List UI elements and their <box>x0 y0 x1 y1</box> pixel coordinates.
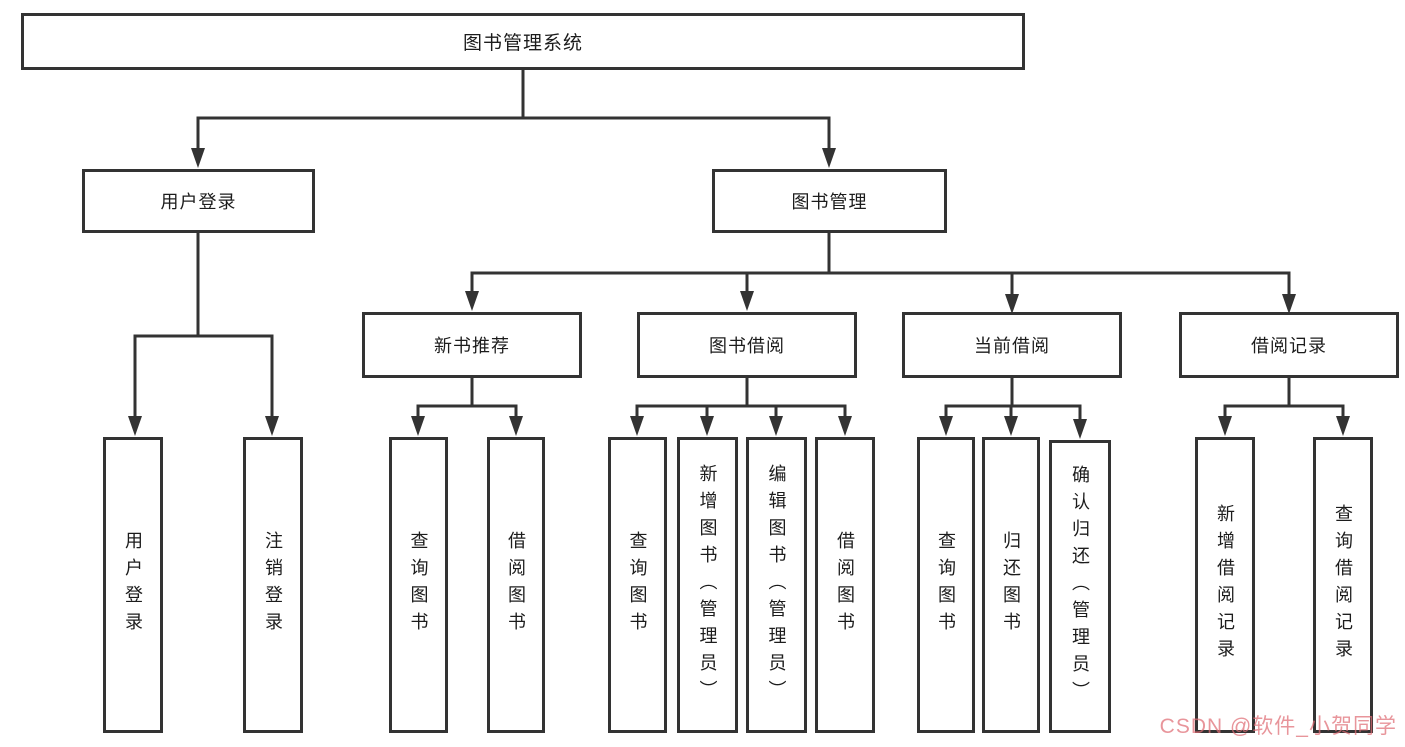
leaf-add-borrow-record: 新增借阅记录 <box>1195 437 1255 733</box>
node-label: 用户登录 <box>160 192 237 212</box>
leaf-label: 新增借阅记录 <box>1215 504 1235 666</box>
edge-userlogin-branch <box>133 334 274 420</box>
node-library-management-system: 图书管理系统 <box>21 13 1025 70</box>
node-label: 当前借阅 <box>974 336 1050 356</box>
node-book-borrow: 图书借阅 <box>637 312 857 378</box>
leaf-label: 借阅图书 <box>835 531 855 639</box>
leaf-borrow-book-recommend: 借阅图书 <box>487 437 545 733</box>
leaf-query-book-borrow: 查询图书 <box>608 437 667 733</box>
node-user-login: 用户登录 <box>82 169 315 233</box>
leaf-label: 注销登录 <box>263 531 283 639</box>
node-label: 图书管理系统 <box>462 33 583 54</box>
leaf-label: 新增图书（管理员） <box>697 463 718 707</box>
node-label: 图书管理 <box>791 192 868 212</box>
node-new-book-recommend: 新书推荐 <box>362 312 582 378</box>
leaf-query-book-current: 查询图书 <box>917 437 975 733</box>
leaf-borrow-book: 借阅图书 <box>815 437 875 733</box>
leaf-logout: 注销登录 <box>243 437 303 733</box>
node-label: 借阅记录 <box>1251 336 1327 356</box>
leaf-label: 确认归还（管理员） <box>1070 465 1090 708</box>
leaf-confirm-return-admin: 确认归还（管理员） <box>1049 440 1111 733</box>
edge-bookborrow-branch <box>635 404 847 420</box>
arrowheads <box>128 148 1350 439</box>
node-current-borrow: 当前借阅 <box>902 312 1122 378</box>
edge-bookmgmt-branch <box>470 271 1291 297</box>
leaf-return-book: 归还图书 <box>982 437 1040 733</box>
leaf-label: 查询借阅记录 <box>1333 504 1353 666</box>
leaf-add-book-admin: 新增图书（管理员） <box>677 437 738 733</box>
node-book-management: 图书管理 <box>712 169 947 233</box>
leaf-query-borrow-record: 查询借阅记录 <box>1313 437 1373 733</box>
node-label: 图书借阅 <box>709 336 785 356</box>
edge-borrowrecord-branch <box>1223 404 1345 420</box>
leaf-user-login: 用户登录 <box>103 437 163 733</box>
leaf-query-book-recommend: 查询图书 <box>389 437 448 733</box>
leaf-label: 查询图书 <box>936 531 956 639</box>
leaf-label: 查询图书 <box>627 531 648 639</box>
leaf-label: 借阅图书 <box>506 531 526 639</box>
node-label: 新书推荐 <box>434 336 510 356</box>
leaf-label: 查询图书 <box>408 531 429 639</box>
edge-root-branch <box>196 116 831 152</box>
leaf-label: 归还图书 <box>1001 531 1021 639</box>
leaf-edit-book-admin: 编辑图书（管理员） <box>746 437 807 733</box>
edge-currentborrow-branch <box>944 404 1082 423</box>
leaf-label: 用户登录 <box>123 531 143 639</box>
node-borrow-record: 借阅记录 <box>1179 312 1399 378</box>
edge-newbook-branch <box>416 404 518 420</box>
leaf-label: 编辑图书（管理员） <box>766 463 787 707</box>
